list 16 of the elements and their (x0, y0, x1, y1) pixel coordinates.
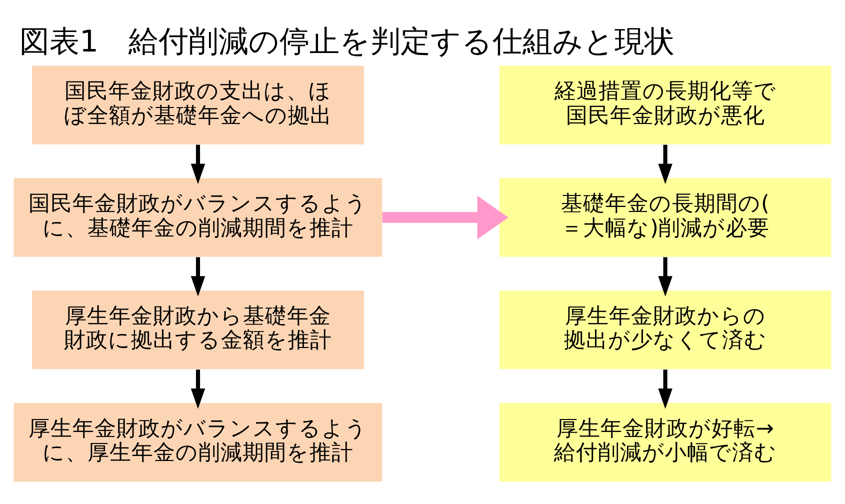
arrow (658, 257, 672, 297)
arrow (658, 144, 672, 184)
diagram-title: 図表1 給付削減の停止を判定する仕組みと現状 (20, 24, 674, 60)
node-box: 厚生年金財政からの拠出が少なくて済む (499, 290, 832, 370)
node-box: 経過措置の長期化等で国民年金財政が悪化 (499, 66, 832, 144)
node-box: 国民年金財政がバランスするように、基礎年金の削減期間を推計 (14, 178, 382, 257)
node-box: 基礎年金の長期間の(＝大幅な)削減が必要 (499, 178, 832, 257)
node-box: 厚生年金財政から基礎年金財政に拠出する金額を推計 (32, 290, 364, 370)
arrow (658, 370, 672, 409)
arrow (190, 144, 206, 184)
arrow (190, 257, 206, 297)
node-box: 国民年金財政の支出は、ほぼ全額が基礎年金への拠出 (32, 66, 364, 144)
arrow (190, 370, 206, 409)
node-box: 厚生年金財政が好転→給付削減が小幅で済む (499, 403, 832, 482)
arrow (382, 196, 508, 240)
node-box: 厚生年金財政がバランスするように、厚生年金の削減期間を推計 (14, 403, 382, 482)
